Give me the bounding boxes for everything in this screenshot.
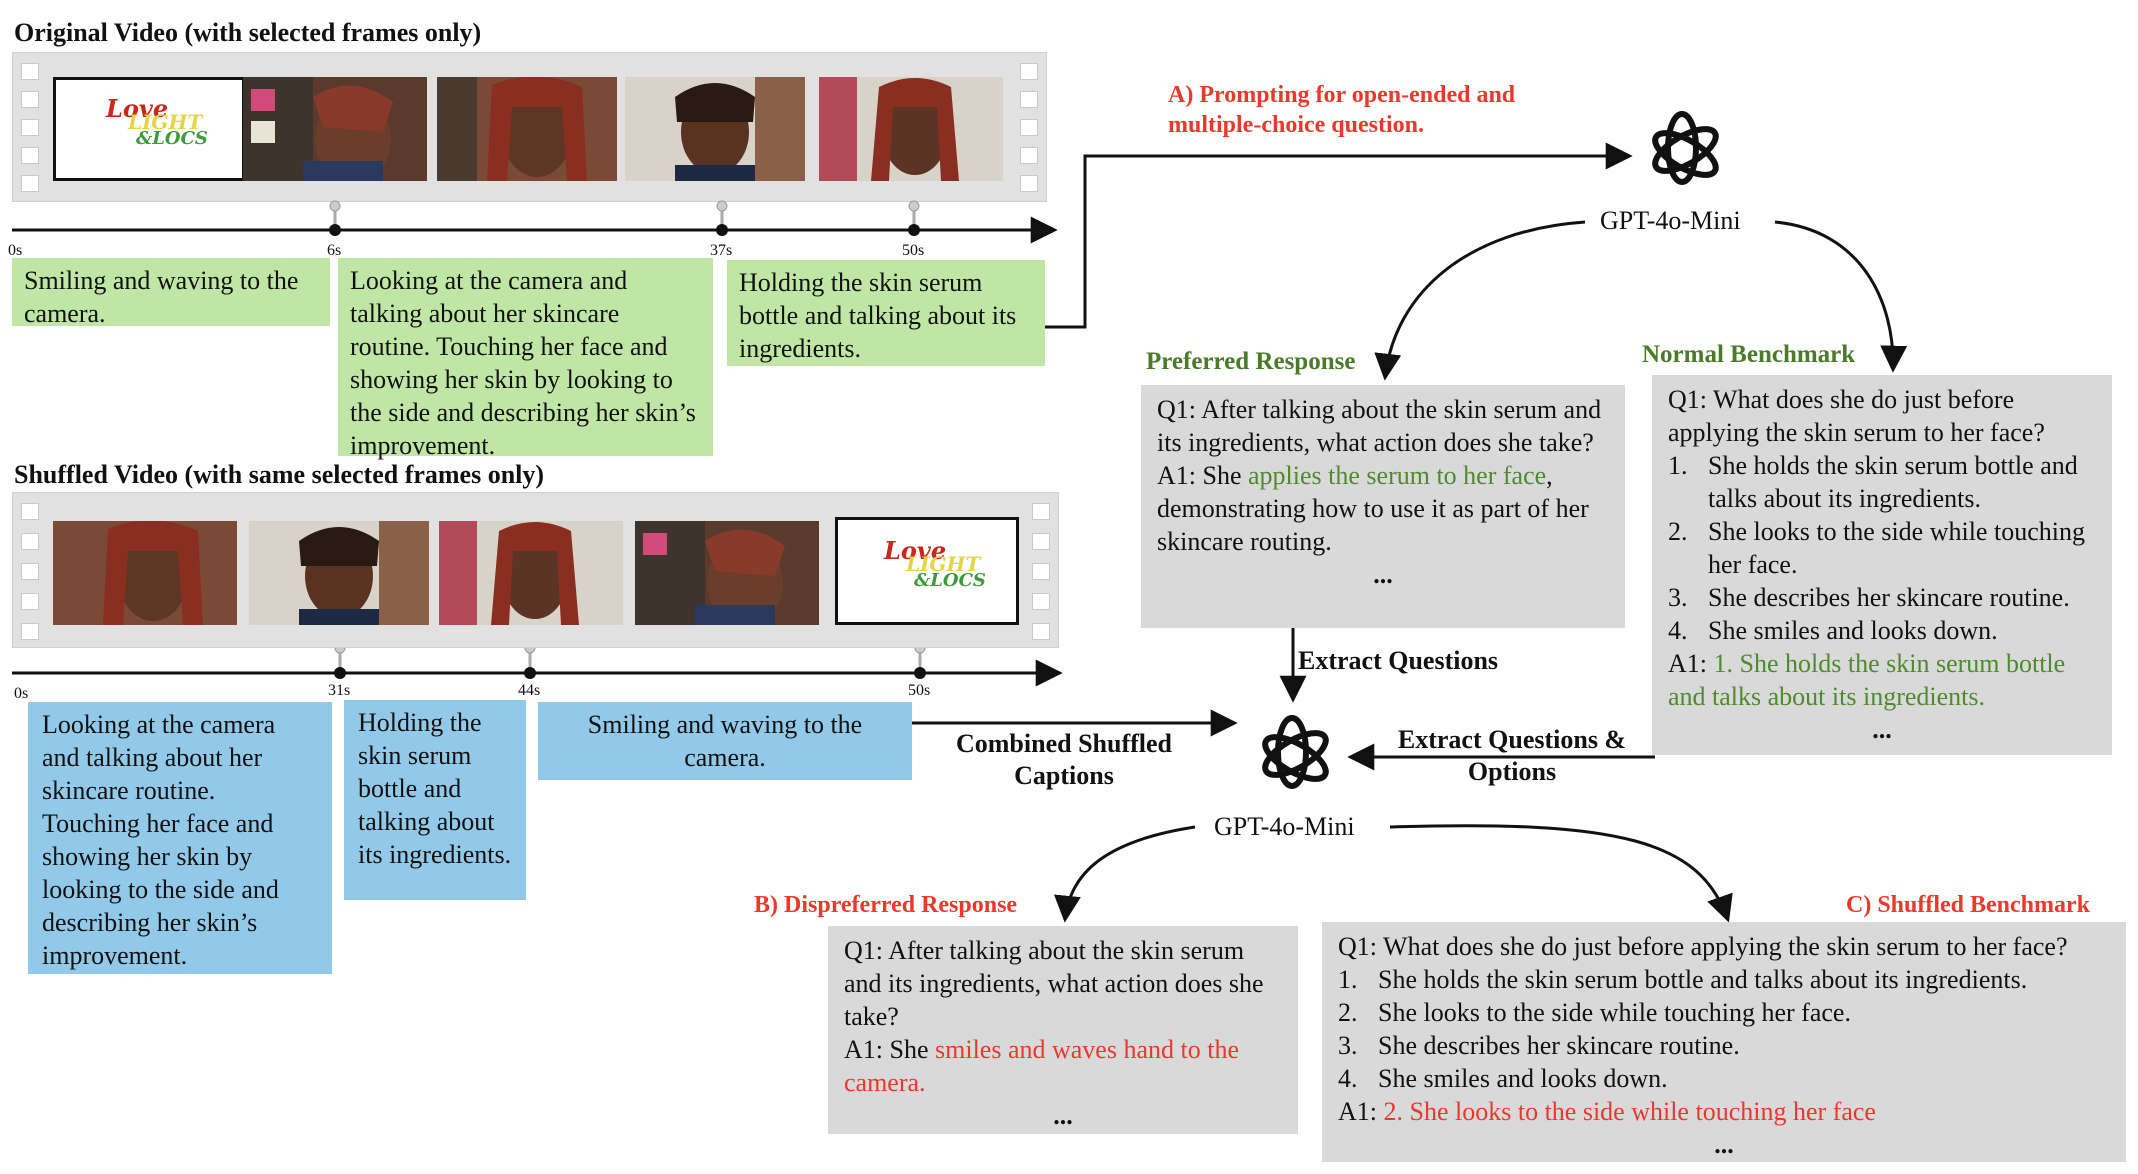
tick-label: 50s bbox=[908, 682, 931, 699]
option-item: 4.She smiles and looks down. bbox=[1338, 1064, 1668, 1093]
shuffled-question: Q1: What does she do just before applyin… bbox=[1338, 932, 2068, 961]
video-frame bbox=[243, 77, 427, 181]
ellipsis: ... bbox=[1714, 1130, 1734, 1159]
video-frame bbox=[625, 77, 805, 181]
dispreferred-response-box: Q1: After talking about the skin serum a… bbox=[828, 926, 1298, 1134]
shuffled-benchmark-box: Q1: What does she do just before applyin… bbox=[1322, 922, 2126, 1162]
option-item: 1.She holds the skin serum bottle and ta… bbox=[1668, 451, 2078, 513]
dispreferred-response-label: B) Dispreferred Response bbox=[754, 892, 1018, 918]
option-item: 3.She describes her skincare routine. bbox=[1668, 583, 2070, 612]
preferred-response-label: Preferred Response bbox=[1146, 348, 1356, 375]
option-item: 2.She looks to the side while touching h… bbox=[1338, 998, 1851, 1027]
openai-icon bbox=[1652, 111, 1719, 185]
normal-question: Q1: What does she do just before applyin… bbox=[1668, 385, 2045, 447]
tick-label: 31s bbox=[328, 682, 351, 699]
model-label-bottom: GPT-4o-Mini bbox=[1214, 812, 1355, 841]
option-item: 4.She smiles and looks down. bbox=[1668, 616, 1998, 645]
shuffled-caption-2: Holding the skin serum bottle and talkin… bbox=[344, 700, 526, 900]
normal-benchmark-box: Q1: What does she do just before applyin… bbox=[1652, 375, 2112, 755]
dispreferred-question: Q1: After talking about the skin serum a… bbox=[844, 936, 1264, 1031]
to-preferred-arrow bbox=[1374, 220, 1586, 381]
preferred-question: Q1: After talking about the skin serum a… bbox=[1157, 395, 1602, 457]
tick-label: 44s bbox=[518, 682, 541, 699]
option-item: 2.She looks to the side while touching h… bbox=[1668, 517, 2085, 579]
shuffled-benchmark-label: C) Shuffled Benchmark bbox=[1846, 892, 2091, 918]
shuffled-caption-3: Smiling and waving to the camera. bbox=[538, 702, 912, 780]
prompt-arrow bbox=[1044, 142, 1633, 329]
to-dispreferred-arrow bbox=[1054, 825, 1196, 923]
tick-label: 6s bbox=[327, 242, 342, 259]
original-caption-2: Looking at the camera and talking about … bbox=[338, 258, 713, 460]
option-item: 1.She holds the skin serum bottle and ta… bbox=[1338, 965, 2028, 994]
tick-label: 50s bbox=[902, 242, 925, 259]
video-frame bbox=[437, 77, 617, 181]
original-caption-3: Holding the skin serum bottle and talkin… bbox=[727, 260, 1045, 366]
normal-benchmark-label: Normal Benchmark bbox=[1642, 341, 1856, 368]
prompting-label: A) Prompting for open-ended and multiple… bbox=[1168, 82, 1516, 138]
video-frame bbox=[439, 521, 623, 625]
dispreferred-answer: A1: She smiles and waves hand to the cam… bbox=[844, 1035, 1239, 1097]
logo-frame: Love LIGHT &LOCS bbox=[835, 517, 1019, 625]
to-shuffled-benchmark-arrow bbox=[1389, 824, 1733, 923]
video-frame bbox=[635, 521, 819, 625]
video-frame bbox=[819, 77, 1003, 181]
to-normal-arrow bbox=[1774, 220, 1908, 373]
tick-label: 0s bbox=[8, 242, 23, 259]
video-frame bbox=[249, 521, 429, 625]
original-video-title: Original Video (with selected frames onl… bbox=[14, 18, 482, 47]
shuffled-answer: A1: 2. She looks to the side while touch… bbox=[1338, 1097, 1876, 1126]
preferred-response-box: Q1: After talking about the skin serum a… bbox=[1141, 385, 1625, 628]
shuffled-caption-1: Looking at the camera and talking about … bbox=[28, 702, 332, 974]
extract-questions-options-label: Extract Questions & Options bbox=[1397, 725, 1627, 786]
tick-label: 37s bbox=[710, 242, 733, 259]
extract-questions-label: Extract Questions bbox=[1298, 646, 1499, 675]
normal-answer: A1: 1. She holds the skin serum bottle a… bbox=[1668, 649, 2066, 711]
combined-shuffled-captions-label: Combined Shuffled Captions bbox=[956, 729, 1172, 790]
ellipsis: ... bbox=[1872, 715, 1892, 744]
tick-label: 0s bbox=[14, 685, 29, 702]
original-caption-1: Smiling and waving to the camera. bbox=[12, 258, 330, 328]
original-filmstrip: Love LIGHT &LOCS bbox=[12, 52, 1047, 202]
ellipsis: ... bbox=[1373, 560, 1393, 589]
option-item: 3.She describes her skincare routine. bbox=[1338, 1031, 1740, 1060]
model-label-top: GPT-4o-Mini bbox=[1600, 206, 1741, 235]
preferred-answer: A1: She applies the serum to her face, d… bbox=[1157, 461, 1589, 556]
video-frame bbox=[53, 521, 237, 625]
shuffled-video-title: Shuffled Video (with same selected frame… bbox=[14, 460, 545, 489]
openai-icon bbox=[1262, 715, 1329, 789]
shuffled-filmstrip: Love LIGHT &LOCS bbox=[12, 492, 1059, 648]
ellipsis: ... bbox=[1053, 1101, 1073, 1130]
